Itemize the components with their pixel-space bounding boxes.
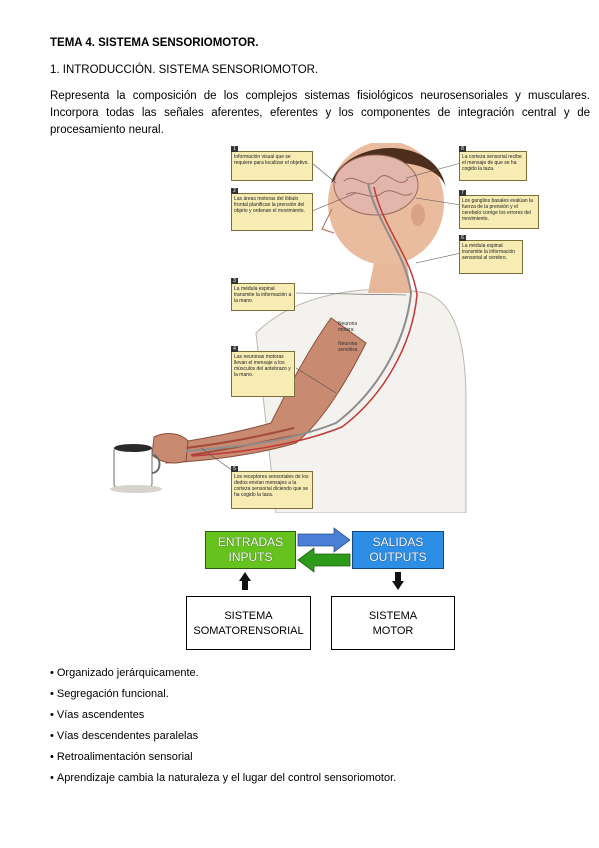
arrow-right-icon: [297, 527, 351, 553]
callout-2: 2 Las áreas motoras del lóbulo frontal p…: [231, 188, 313, 231]
outputs-box: SALIDAS OUTPUTS: [352, 531, 444, 569]
list-item: Vías descendentes paralelas: [50, 728, 396, 749]
page-title: TEMA 4. SISTEMA SENSORIOMOTOR.: [50, 37, 259, 49]
intro-paragraph: Representa la composición de los complej…: [50, 90, 590, 136]
sensory-neuron-label: Neurona sensitiva: [338, 341, 358, 353]
arrow-left-icon: [297, 547, 351, 573]
callout-3: 3 La médula espinal transmite la informa…: [231, 278, 295, 311]
section-heading: 1. INTRODUCCIÓN. SISTEMA SENSORIOMOTOR.: [50, 64, 319, 76]
list-item: Retroalimentación sensorial: [50, 749, 396, 770]
callout-4: 4 Las neuronas motoras llevan el mensaje…: [231, 346, 295, 397]
feature-list: Organizado jerárquicamente. Segregación …: [50, 665, 396, 791]
somatosensory-box: SISTEMA SOMATORENSORIAL: [186, 596, 311, 650]
list-item: Organizado jerárquicamente.: [50, 665, 396, 686]
list-item: Segregación funcional.: [50, 686, 396, 707]
arrow-up-icon: [239, 572, 251, 590]
list-item: Aprendizaje cambia la naturaleza y el lu…: [50, 770, 396, 791]
callout-6: 6 La médula espinal transmite la informa…: [459, 235, 523, 274]
arrow-down-icon: [392, 572, 404, 590]
callout-5: 5 Los receptores sensoriales de los dedo…: [231, 466, 313, 509]
person-drawing: [110, 143, 467, 513]
list-item: Vías ascendentes: [50, 707, 396, 728]
callout-1: 1 Información visual que se requiere par…: [231, 146, 313, 181]
inputs-box: ENTRADAS INPUTS: [205, 531, 296, 569]
callout-8: 8 La corteza sensorial recibe el mensaje…: [459, 146, 527, 181]
motor-neuron-label: Neurona motora: [338, 321, 358, 333]
sensorimotor-illustration: 1 Información visual que se requiere par…: [106, 143, 540, 513]
motor-box: SISTEMA MOTOR: [331, 596, 455, 650]
callout-7: 7 Los ganglios basales evalúan la fuerza…: [459, 190, 539, 229]
